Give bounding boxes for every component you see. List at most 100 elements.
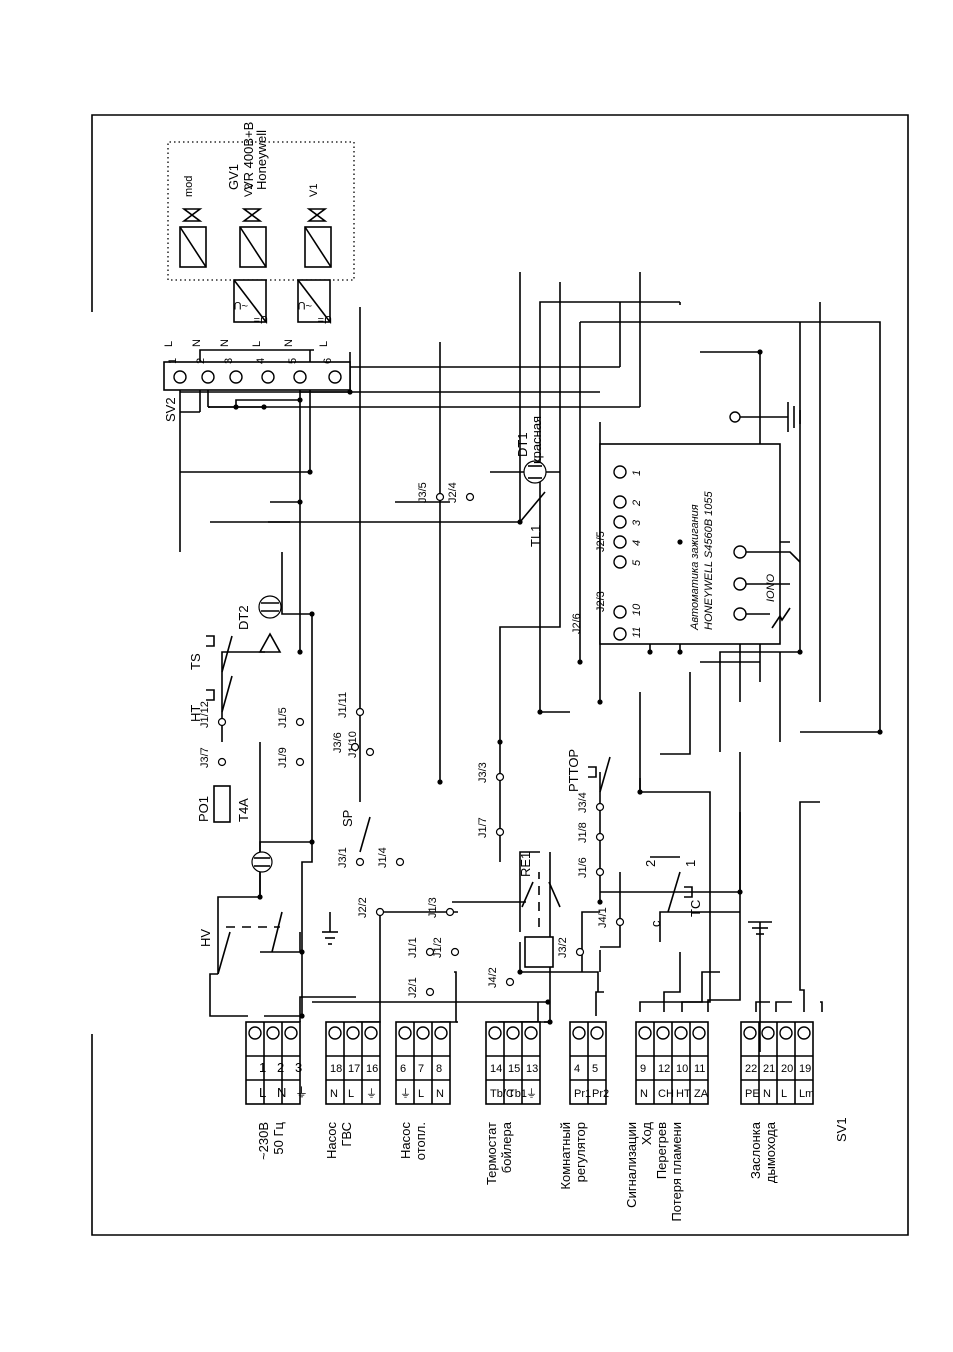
connector-j3-7: J3/7 bbox=[199, 747, 211, 768]
connector-j2-1: J2/1 bbox=[407, 977, 419, 998]
supply-term-2: 2 bbox=[277, 1060, 284, 1075]
dhw-pump-term-label-0: N bbox=[330, 1088, 338, 1100]
tl1-label: TL1 bbox=[528, 525, 543, 547]
dhw-pump-term-num-1: 17 bbox=[348, 1063, 360, 1075]
ign-pin-10: 10 bbox=[631, 603, 643, 616]
connector-j2-4: J2/4 bbox=[447, 482, 459, 503]
flue-damper-term-num-2: 20 bbox=[781, 1063, 793, 1075]
sv2-wire-letter-2: N bbox=[219, 339, 231, 347]
supply-term-1: 1 bbox=[259, 1060, 266, 1075]
ign-pin-2: 2 bbox=[631, 500, 643, 507]
ign-pin-5: 5 bbox=[631, 559, 643, 566]
dhw-pump-term-num-0: 18 bbox=[330, 1063, 342, 1075]
boiler-thermostat-term-num-0: 14 bbox=[490, 1063, 502, 1075]
ign-pin-4: 4 bbox=[631, 540, 643, 546]
flue-damper-term-label-0: PE bbox=[745, 1088, 760, 1100]
connector-j1-5: J1/5 bbox=[277, 707, 289, 728]
gv1-brand: Honeywell bbox=[254, 130, 269, 190]
boiler-thermostat-term-label-2: ⏚ bbox=[526, 1087, 537, 1100]
ground-left-icon bbox=[299, 912, 338, 952]
signals-term-label-3: ZA bbox=[694, 1088, 709, 1100]
supply-caption-1: 50 Гц bbox=[271, 1121, 286, 1154]
room-regulator-term-num-1: 5 bbox=[592, 1063, 598, 1075]
ground-right-icon bbox=[748, 921, 772, 1052]
sv2-wire-letter-4: N bbox=[283, 339, 295, 347]
terminal-blocks: N18L17⏚16⏚6L7N8Tb/C14Tb115⏚13Pr14Pr25N9C… bbox=[325, 1021, 814, 1105]
room-regulator-caption-1: регулятор bbox=[573, 1122, 588, 1182]
room-regulator-term-label-1: Pr2 bbox=[592, 1088, 609, 1100]
boiler-thermostat-term-label-0: Tb/C bbox=[490, 1088, 514, 1100]
connector-j4-1: J4/1 bbox=[597, 907, 609, 928]
room-regulator-term-num-0: 4 bbox=[574, 1063, 580, 1075]
signals-term-label-2: HT bbox=[676, 1088, 691, 1100]
ign-pin-3: 3 bbox=[631, 519, 643, 526]
ignition-model: HONEYWELL S4560B 1055 bbox=[703, 491, 715, 630]
heat-pump-term-label-0: ⏚ bbox=[400, 1087, 411, 1100]
junction-dots bbox=[233, 349, 883, 1025]
dhw-pump-term-num-2: 16 bbox=[366, 1063, 378, 1075]
boiler-thermostat-term-num-2: 13 bbox=[526, 1063, 538, 1075]
heat-pump-term-label-2: N bbox=[436, 1088, 444, 1100]
tc-2-label: 2 bbox=[643, 860, 658, 867]
sv2-pin-2: 2 bbox=[195, 358, 207, 364]
connector-j1-1: J1/1 bbox=[407, 937, 419, 958]
connector-j3-1: J3/1 bbox=[337, 847, 349, 868]
connector-j3-4: J3/4 bbox=[577, 792, 589, 813]
flue-damper-term-num-3: 19 bbox=[799, 1063, 811, 1075]
iono-label: IONO bbox=[765, 573, 777, 602]
spark-icon bbox=[771, 607, 791, 629]
sv2-wire-letter-1: N bbox=[191, 339, 203, 347]
boiler-thermostat-term-label-1: Tb1 bbox=[508, 1088, 527, 1100]
connector-j3-6: J3/6 bbox=[332, 732, 344, 753]
ts-label: TS bbox=[188, 653, 203, 670]
ground-top-icon bbox=[729, 402, 801, 432]
terminal-block-supply: L 1 N 2 ⏚ 3 bbox=[245, 1021, 308, 1105]
sv2-pin-4: 4 bbox=[255, 358, 267, 364]
connector-j1-9: J1/9 bbox=[277, 747, 289, 768]
conv2-dc: U= bbox=[318, 313, 332, 325]
dt1-label: DT1 bbox=[515, 432, 530, 457]
room-regulator-caption-0: Комнатный bbox=[558, 1122, 573, 1190]
re1-label: RE1 bbox=[518, 852, 533, 877]
tc-label: TC bbox=[688, 900, 703, 917]
sv1-label: SV1 bbox=[834, 1117, 849, 1142]
flue-damper-caption-1: дымохода bbox=[763, 1121, 778, 1183]
heat-pump-caption-1: отопл. bbox=[413, 1122, 428, 1160]
dt1-color: красная bbox=[529, 416, 544, 464]
sv2-label: SV2 bbox=[163, 397, 178, 422]
flue-damper-term-num-0: 22 bbox=[745, 1063, 757, 1075]
boiler-thermostat-caption-0: Термостат bbox=[484, 1122, 499, 1185]
tc-c-label: c bbox=[648, 920, 663, 927]
signals-caption-3: Потеря пламени bbox=[669, 1122, 684, 1222]
connector-j1-6: J1/6 bbox=[577, 857, 589, 878]
signals-term-num-1: 12 bbox=[658, 1063, 670, 1075]
connector-j3-5: J3/5 bbox=[417, 482, 429, 503]
connector-points: J3/5J2/4J1/11J1/10J3/6J1/12J3/7J1/5J1/9J… bbox=[199, 482, 625, 998]
sv2-pin-5: 5 bbox=[287, 358, 299, 364]
boiler-thermostat-term-num-1: 15 bbox=[508, 1063, 520, 1075]
flue-damper-term-num-1: 21 bbox=[763, 1063, 775, 1075]
connector-j3-2: J3/2 bbox=[557, 937, 569, 958]
gv1-model: VR 400B+B bbox=[241, 122, 256, 190]
connector-j3-3: J3/3 bbox=[477, 762, 489, 783]
flue-damper-term-label-2: L bbox=[781, 1088, 787, 1100]
signals-term-label-0: N bbox=[640, 1088, 648, 1100]
gv-coil-label-2: V1 bbox=[308, 184, 320, 197]
flue-damper-term-label-1: N bbox=[763, 1088, 771, 1100]
connector-j1-4: J1/4 bbox=[377, 847, 389, 868]
signals-term-num-3: 11 bbox=[694, 1063, 705, 1075]
page-border bbox=[91, 114, 909, 1236]
conv1-ac: ~U bbox=[234, 299, 248, 311]
connector-j1-8: J1/8 bbox=[577, 822, 589, 843]
supply-term-n: N bbox=[277, 1085, 286, 1100]
dhw-pump-caption-1: ГВС bbox=[339, 1122, 354, 1147]
connector-j4-2: J4/2 bbox=[487, 967, 499, 988]
gv-coil-label-0: mod bbox=[183, 176, 195, 197]
sp-label: SP bbox=[340, 810, 355, 827]
dt2-label: DT2 bbox=[236, 605, 251, 630]
